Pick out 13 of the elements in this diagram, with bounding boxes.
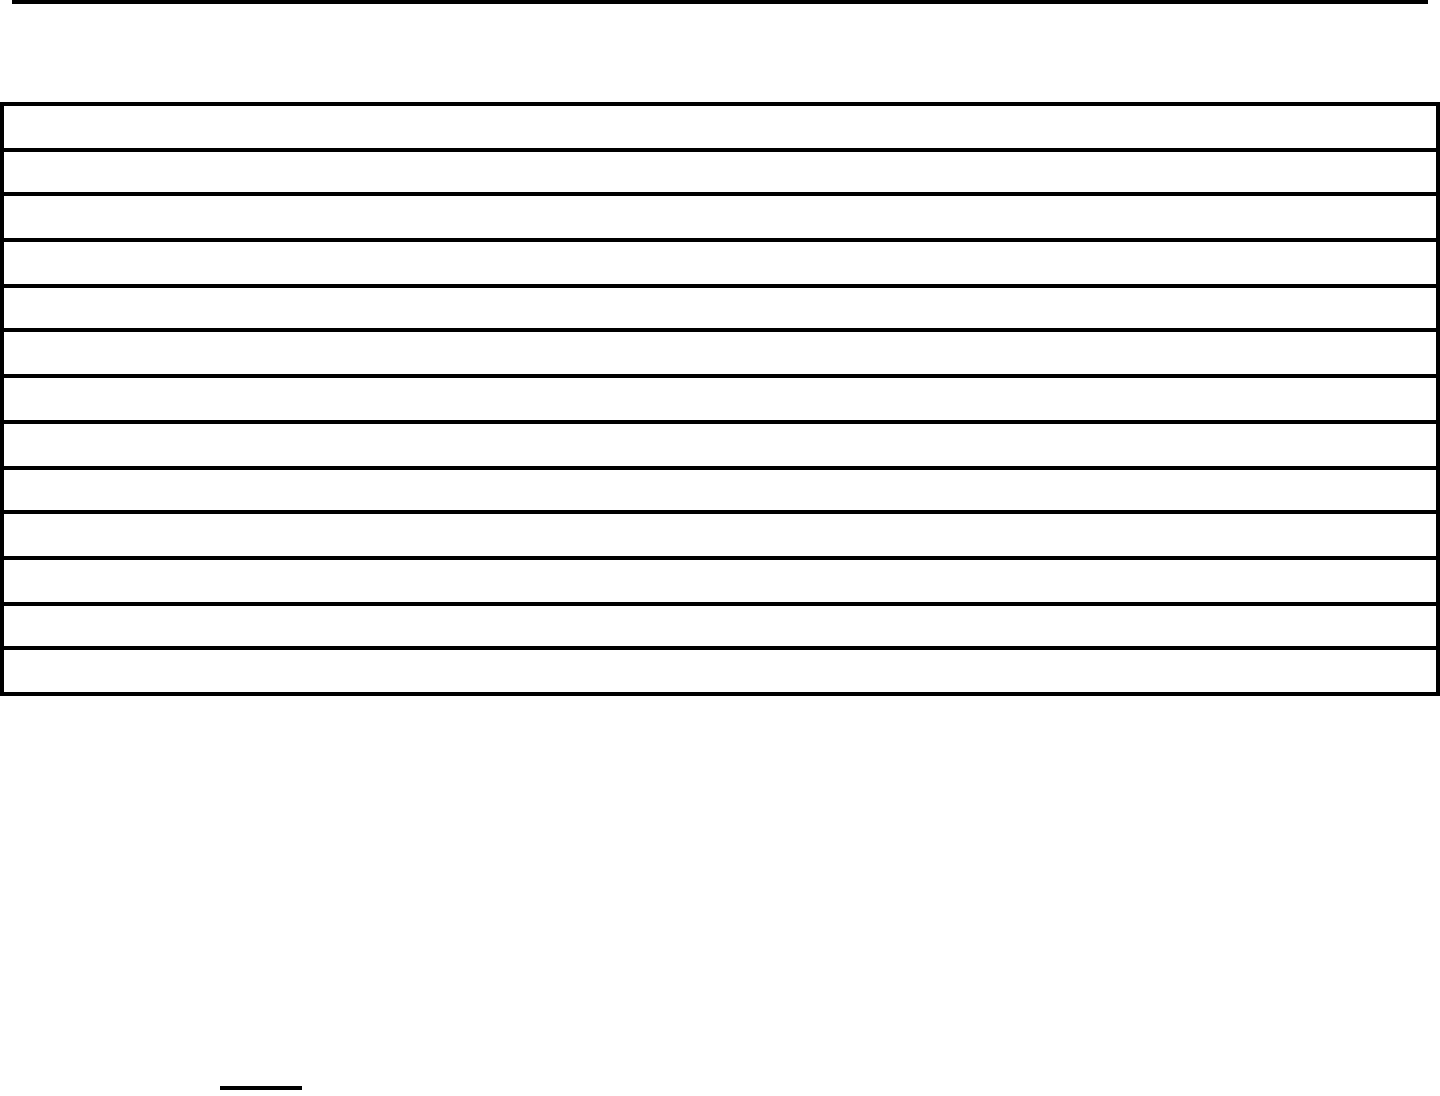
table-row	[0, 147, 1440, 197]
table-row	[0, 283, 1440, 333]
table-row	[0, 102, 1440, 152]
table-row	[0, 555, 1440, 606]
table-row	[0, 238, 1440, 288]
table-row	[0, 510, 1440, 560]
table-row	[0, 192, 1440, 243]
table-row	[0, 374, 1440, 424]
table-row	[0, 419, 1440, 470]
table-row	[0, 465, 1440, 515]
table-row	[0, 601, 1440, 651]
table-row	[0, 646, 1440, 696]
table-row	[0, 328, 1440, 379]
